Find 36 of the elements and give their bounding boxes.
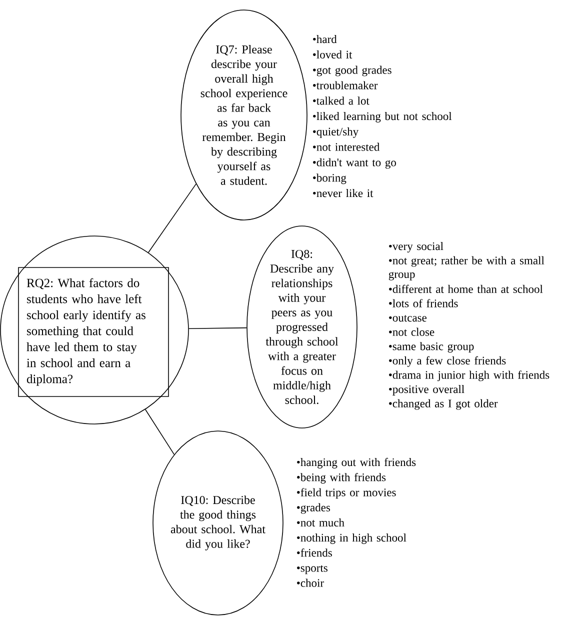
list-item: •friends xyxy=(297,548,332,557)
list-item: •changed as I got older xyxy=(389,399,498,410)
list-item: •not much xyxy=(297,518,344,526)
list-item: •liked learning but not school xyxy=(313,112,452,122)
list-item: •never like it xyxy=(313,189,374,198)
list-item: •talked a lot xyxy=(313,96,370,105)
list-item: •very social xyxy=(389,242,444,252)
list-item: •same basic group xyxy=(389,342,474,353)
list-item: •field trips or movies xyxy=(297,488,396,499)
list-item: •didn't want to go xyxy=(313,158,396,169)
list-item: •boring xyxy=(313,174,346,184)
list-item: •loved it xyxy=(313,50,352,58)
list-item: •hard xyxy=(313,35,337,44)
list-item: •choir xyxy=(297,578,324,587)
connector-line xyxy=(188,327,247,330)
list-item: •lots of friends xyxy=(389,299,458,308)
list-item: •hanging out with friends xyxy=(297,458,416,468)
list-item: •only a few close friends xyxy=(389,356,506,367)
list-item: •outcase xyxy=(389,315,426,322)
list-item: •troublemaker xyxy=(313,81,378,90)
circle-outline xyxy=(0,236,189,424)
list-item: •being with friends xyxy=(297,473,386,484)
list-item: •grades xyxy=(297,503,330,514)
list-item: •positive overall xyxy=(389,385,464,396)
connector-line xyxy=(148,184,196,253)
list-item: •got good grades xyxy=(313,66,392,76)
list-item: •quiet/shy xyxy=(313,127,359,138)
list-item: •nothing in high school xyxy=(297,534,406,544)
list-item: •not great; rather be with a small group xyxy=(388,256,544,280)
list-item: •different at home than at school xyxy=(389,284,543,293)
list-item: •sports xyxy=(297,565,328,574)
list-item: •drama in junior high with friends xyxy=(389,370,550,382)
question-box: RQ2: What factors do students who have left school early identify as something that could have led them to stay in school and earn a diploma? xyxy=(18,267,169,397)
list-item: •not interested xyxy=(313,142,380,151)
connector-line xyxy=(144,409,175,455)
list-item: •not close xyxy=(389,328,434,336)
